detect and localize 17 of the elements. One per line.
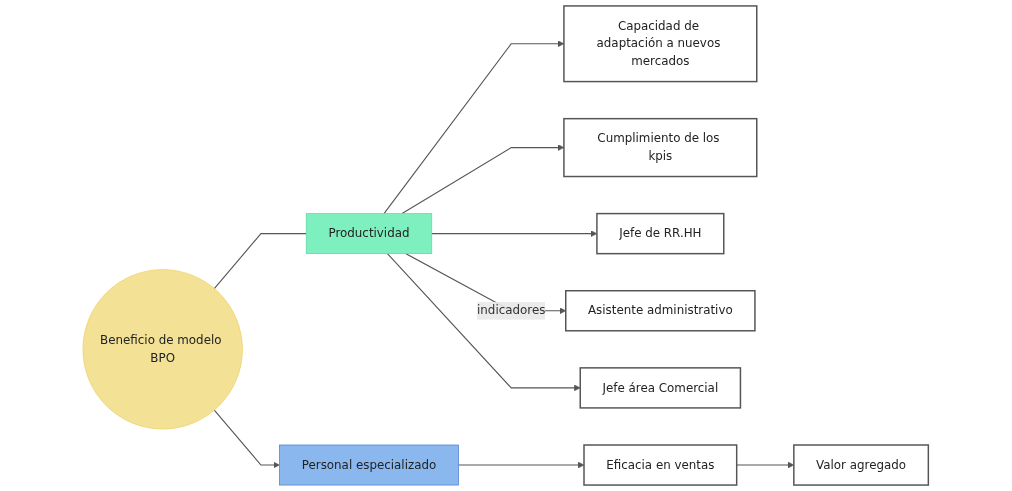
node-box: Productividad bbox=[306, 213, 433, 254]
node-box: Cumplimiento de los kpis bbox=[563, 117, 758, 178]
arrow bbox=[383, 40, 565, 215]
node-box: Eficacia en ventas bbox=[583, 444, 738, 486]
node-box: Personal especializado bbox=[279, 444, 460, 486]
node-box: Jefe de RR.HH bbox=[596, 212, 725, 255]
arrow bbox=[458, 461, 585, 469]
node-box: Asistente administrativo bbox=[565, 290, 757, 332]
connector bbox=[214, 233, 308, 290]
node-box: Capacidad de adaptación a nuevos mercados bbox=[563, 5, 758, 83]
node-box: Valor agregado bbox=[793, 444, 930, 486]
arrow bbox=[431, 230, 598, 237]
arrow bbox=[214, 409, 281, 469]
node-circle: Beneficio de modelo BPO bbox=[82, 269, 244, 430]
node-box: Jefe área Comercial bbox=[579, 367, 742, 409]
edge-label: indicadores bbox=[477, 303, 546, 318]
arrow bbox=[401, 144, 565, 215]
